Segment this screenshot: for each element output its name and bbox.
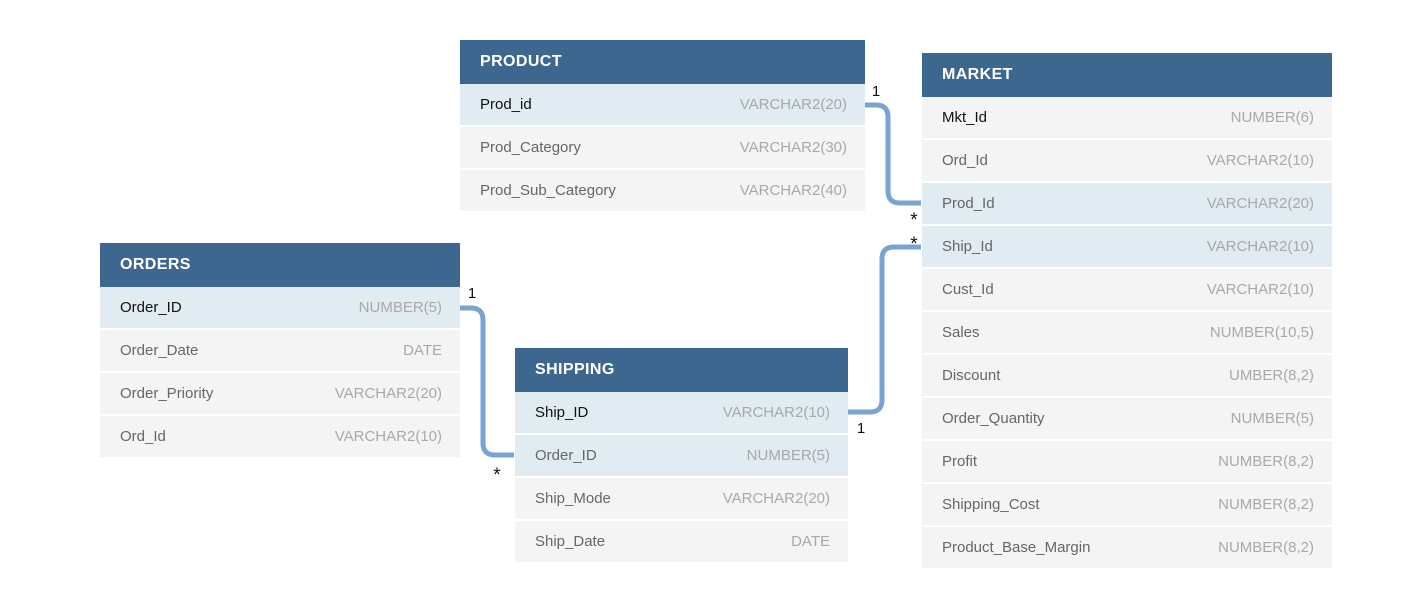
column-type: NUMBER(8,2) xyxy=(1218,453,1314,470)
column-type: DATE xyxy=(403,342,442,359)
column-row[interactable]: Ship_Id VARCHAR2(10) xyxy=(922,226,1332,267)
column-name: Order_Quantity xyxy=(942,410,1045,427)
column-row[interactable]: Prod_Sub_Category VARCHAR2(40) xyxy=(460,170,865,211)
column-name: Order_Date xyxy=(120,342,199,359)
column-type: VARCHAR2(20) xyxy=(722,490,830,507)
column-row[interactable]: Ship_Mode VARCHAR2(20) xyxy=(515,478,848,519)
column-name: Prod_Category xyxy=(480,139,581,156)
column-name: Discount xyxy=(942,367,1001,384)
column-row[interactable]: Product_Base_Margin NUMBER(8,2) xyxy=(922,527,1332,568)
table-title: MARKET xyxy=(942,66,1013,83)
table-header[interactable]: MARKET xyxy=(922,53,1332,97)
column-name: Ship_Mode xyxy=(535,490,611,507)
column-name: Order_ID xyxy=(535,447,597,464)
table-title: PRODUCT xyxy=(480,53,562,70)
entity-table-product[interactable]: PRODUCT Prod_id VARCHAR2(20) Prod_Category… xyxy=(460,40,865,211)
column-row[interactable]: Order_Priority VARCHAR2(20) xyxy=(100,373,460,414)
column-name: Prod_Sub_Category xyxy=(480,182,616,199)
column-row[interactable]: Ship_ID VARCHAR2(10) xyxy=(515,392,848,433)
column-row[interactable]: Profit NUMBER(8,2) xyxy=(922,441,1332,482)
column-type: VARCHAR2(10) xyxy=(334,428,442,445)
column-type: VARCHAR2(10) xyxy=(722,404,830,421)
column-name: Cust_Id xyxy=(942,281,994,298)
cardinality-label-many-icon: * xyxy=(910,234,918,255)
column-row[interactable]: Ship_Date DATE xyxy=(515,521,848,562)
cardinality-label-many-icon: * xyxy=(493,465,501,486)
connector-product-prodid-to-market-prodid[interactable] xyxy=(865,102,921,206)
column-type: NUMBER(5) xyxy=(746,447,830,464)
column-name: Product_Base_Margin xyxy=(942,539,1091,556)
column-type: UMBER(8,2) xyxy=(1228,367,1314,384)
column-name: Profit xyxy=(942,453,978,470)
column-type: NUMBER(8,2) xyxy=(1218,539,1314,556)
table-title: ORDERS xyxy=(120,256,191,273)
column-type: VARCHAR2(10) xyxy=(1206,281,1314,298)
column-name: Ord_Id xyxy=(120,428,166,445)
column-row[interactable]: Order_ID NUMBER(5) xyxy=(100,287,460,328)
column-name: Ord_Id xyxy=(942,152,988,169)
table-rows: Order_ID NUMBER(5) Order_Date DATE Order_Pri… xyxy=(100,287,460,457)
column-type: NUMBER(10,5) xyxy=(1209,324,1314,341)
table-title: SHIPPING xyxy=(535,361,615,378)
column-name: Ship_ID xyxy=(535,404,589,421)
table-header[interactable]: PRODUCT xyxy=(460,40,865,84)
entity-table-shipping[interactable]: SHIPPING Ship_ID VARCHAR2(10) Order_ID NUMB… xyxy=(515,348,848,562)
column-name: Mkt_Id xyxy=(942,109,988,126)
column-type: VARCHAR2(20) xyxy=(739,96,847,113)
column-row[interactable]: Order_ID NUMBER(5) xyxy=(515,435,848,476)
column-row[interactable]: Prod_id VARCHAR2(20) xyxy=(460,84,865,125)
column-type: VARCHAR2(40) xyxy=(739,182,847,199)
column-type: VARCHAR2(10) xyxy=(1206,238,1314,255)
column-row[interactable]: Prod_Id VARCHAR2(20) xyxy=(922,183,1332,224)
cardinality-label-one-icon: 1 xyxy=(872,83,880,100)
column-row[interactable]: Discount UMBER(8,2) xyxy=(922,355,1332,396)
column-type: VARCHAR2(10) xyxy=(1206,152,1314,169)
column-row[interactable]: Order_Quantity NUMBER(5) xyxy=(922,398,1332,439)
column-row[interactable]: Ord_Id VARCHAR2(10) xyxy=(100,416,460,457)
column-type: VARCHAR2(20) xyxy=(334,385,442,402)
column-name: Ship_Id xyxy=(942,238,993,255)
column-type: VARCHAR2(20) xyxy=(1206,195,1314,212)
column-name: Ship_Date xyxy=(535,533,606,550)
cardinality-label-many-icon: * xyxy=(910,210,918,231)
column-type: VARCHAR2(30) xyxy=(739,139,847,156)
column-name: Order_Priority xyxy=(120,385,214,402)
connector-shipping-shipid-to-market-shipid[interactable] xyxy=(848,244,921,415)
cardinality-label-one-icon: 1 xyxy=(468,285,476,302)
column-type: NUMBER(5) xyxy=(358,299,442,316)
column-type: NUMBER(5) xyxy=(1230,410,1314,427)
column-name: Prod_id xyxy=(480,96,532,113)
column-row[interactable]: Cust_Id VARCHAR2(10) xyxy=(922,269,1332,310)
column-row[interactable]: Mkt_Id NUMBER(6) xyxy=(922,97,1332,138)
column-type: NUMBER(8,2) xyxy=(1218,496,1314,513)
column-row[interactable]: Prod_Category VARCHAR2(30) xyxy=(460,127,865,168)
connector-orders-orderid-to-shipping-orderid[interactable] xyxy=(460,305,514,458)
column-name: Order_ID xyxy=(120,299,182,316)
column-row[interactable]: Ord_Id VARCHAR2(10) xyxy=(922,140,1332,181)
column-name: Prod_Id xyxy=(942,195,995,212)
column-row[interactable]: Shipping_Cost NUMBER(8,2) xyxy=(922,484,1332,525)
table-rows: Ship_ID VARCHAR2(10) Order_ID NUMBER(5) Ship… xyxy=(515,392,848,562)
column-row[interactable]: Order_Date DATE xyxy=(100,330,460,371)
column-type: NUMBER(6) xyxy=(1230,109,1314,126)
column-row[interactable]: Sales NUMBER(10,5) xyxy=(922,312,1332,353)
table-header[interactable]: ORDERS xyxy=(100,243,460,287)
column-type: DATE xyxy=(791,533,830,550)
table-header[interactable]: SHIPPING xyxy=(515,348,848,392)
column-name: Sales xyxy=(942,324,980,341)
cardinality-label-one-icon: 1 xyxy=(857,420,865,437)
column-name: Shipping_Cost xyxy=(942,496,1040,513)
